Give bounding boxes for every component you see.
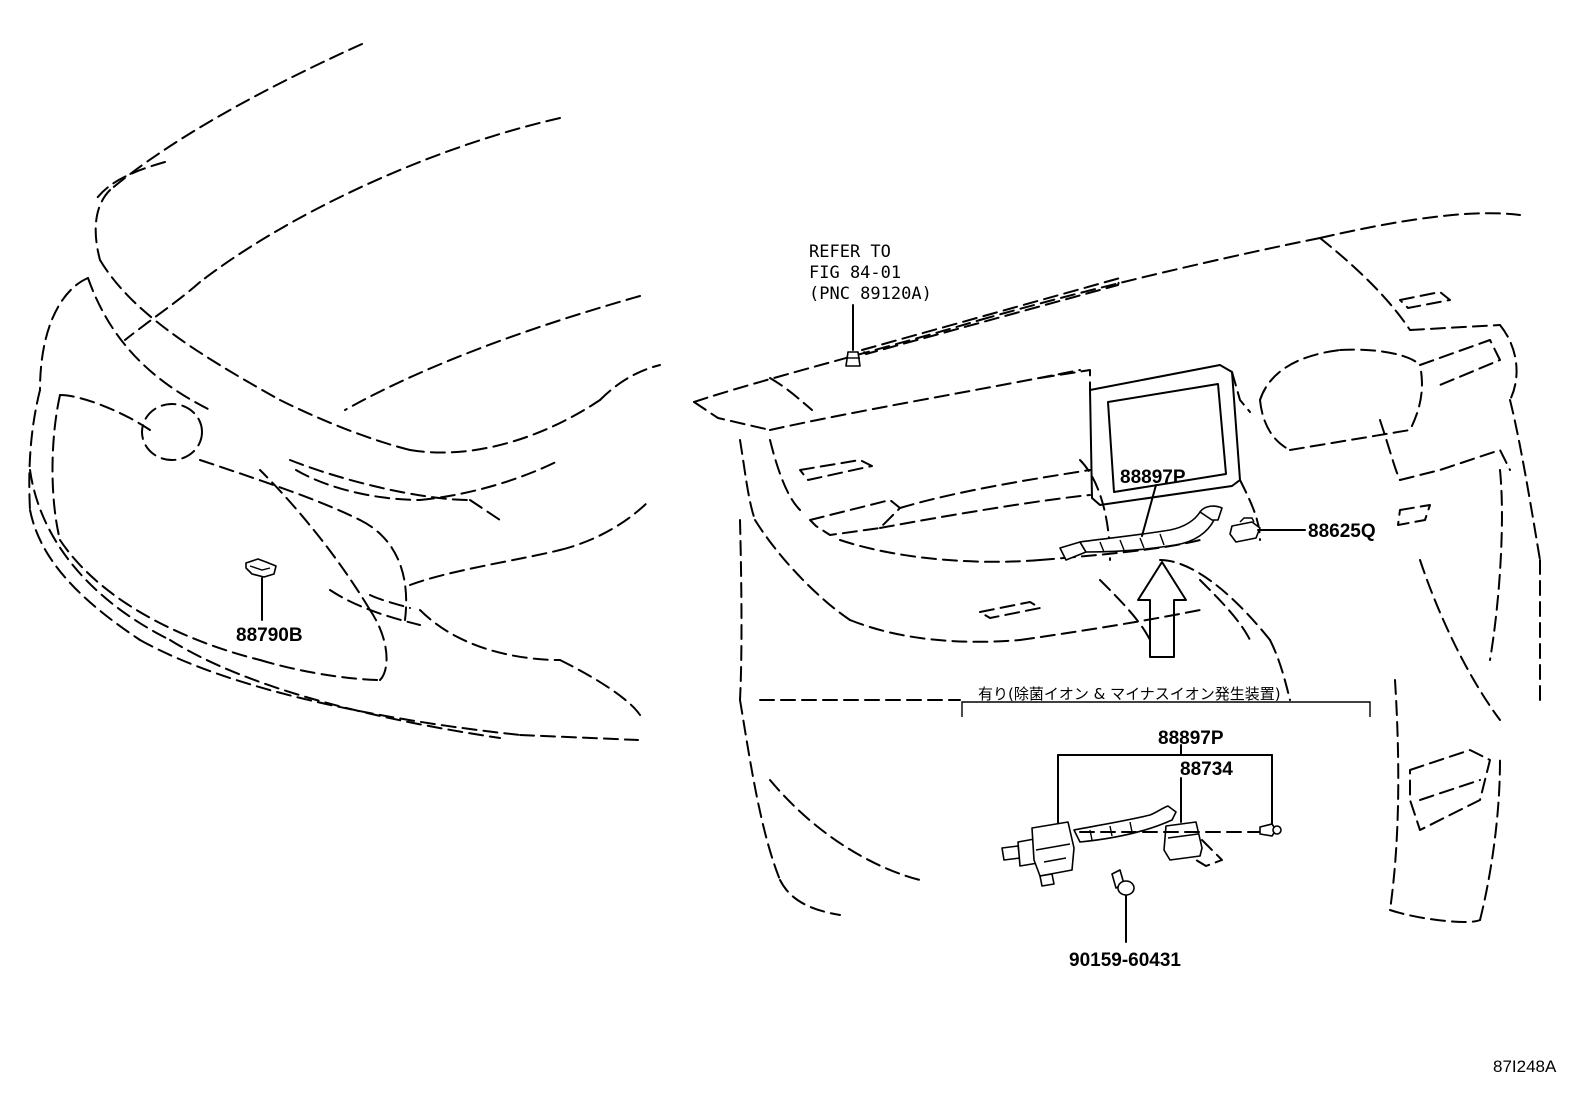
- blower-assembly-88897P[interactable]: [1001, 805, 1177, 887]
- sensor-part-88790B[interactable]: [245, 558, 277, 578]
- bulb-part-89120A[interactable]: [845, 351, 861, 367]
- refer-to-line1: REFER TO: [809, 242, 891, 262]
- duct-hose-88897P[interactable]: [1059, 505, 1223, 561]
- ion-generator-88625Q[interactable]: [1229, 517, 1261, 543]
- screw-right[interactable]: [1259, 823, 1282, 837]
- refer-to-line3: (PNC 89120A): [809, 284, 932, 304]
- front-bumper-illustration: [28, 43, 661, 741]
- refer-to-line2: FIG 84-01: [809, 263, 901, 283]
- up-arrow: [1137, 561, 1187, 658]
- dashboard-illustration: [693, 212, 1541, 923]
- japanese-note: 有り(除菌イオン & マイナスイオン発生装置): [978, 685, 1281, 703]
- label-88790B[interactable]: 88790B: [236, 625, 303, 646]
- assembly-group: [961, 701, 1371, 943]
- label-88897P-top[interactable]: 88897P: [1120, 467, 1186, 488]
- ion-unit-88734[interactable]: [1163, 821, 1203, 861]
- label-88734[interactable]: 88734: [1180, 759, 1233, 780]
- label-90159-60431[interactable]: 90159-60431: [1069, 950, 1181, 971]
- label-88625Q[interactable]: 88625Q: [1308, 521, 1376, 542]
- figure-code: 87I248A: [1493, 1057, 1557, 1076]
- label-88897P-group[interactable]: 88897P: [1158, 728, 1224, 749]
- bolt-90159-60431[interactable]: [1111, 869, 1135, 896]
